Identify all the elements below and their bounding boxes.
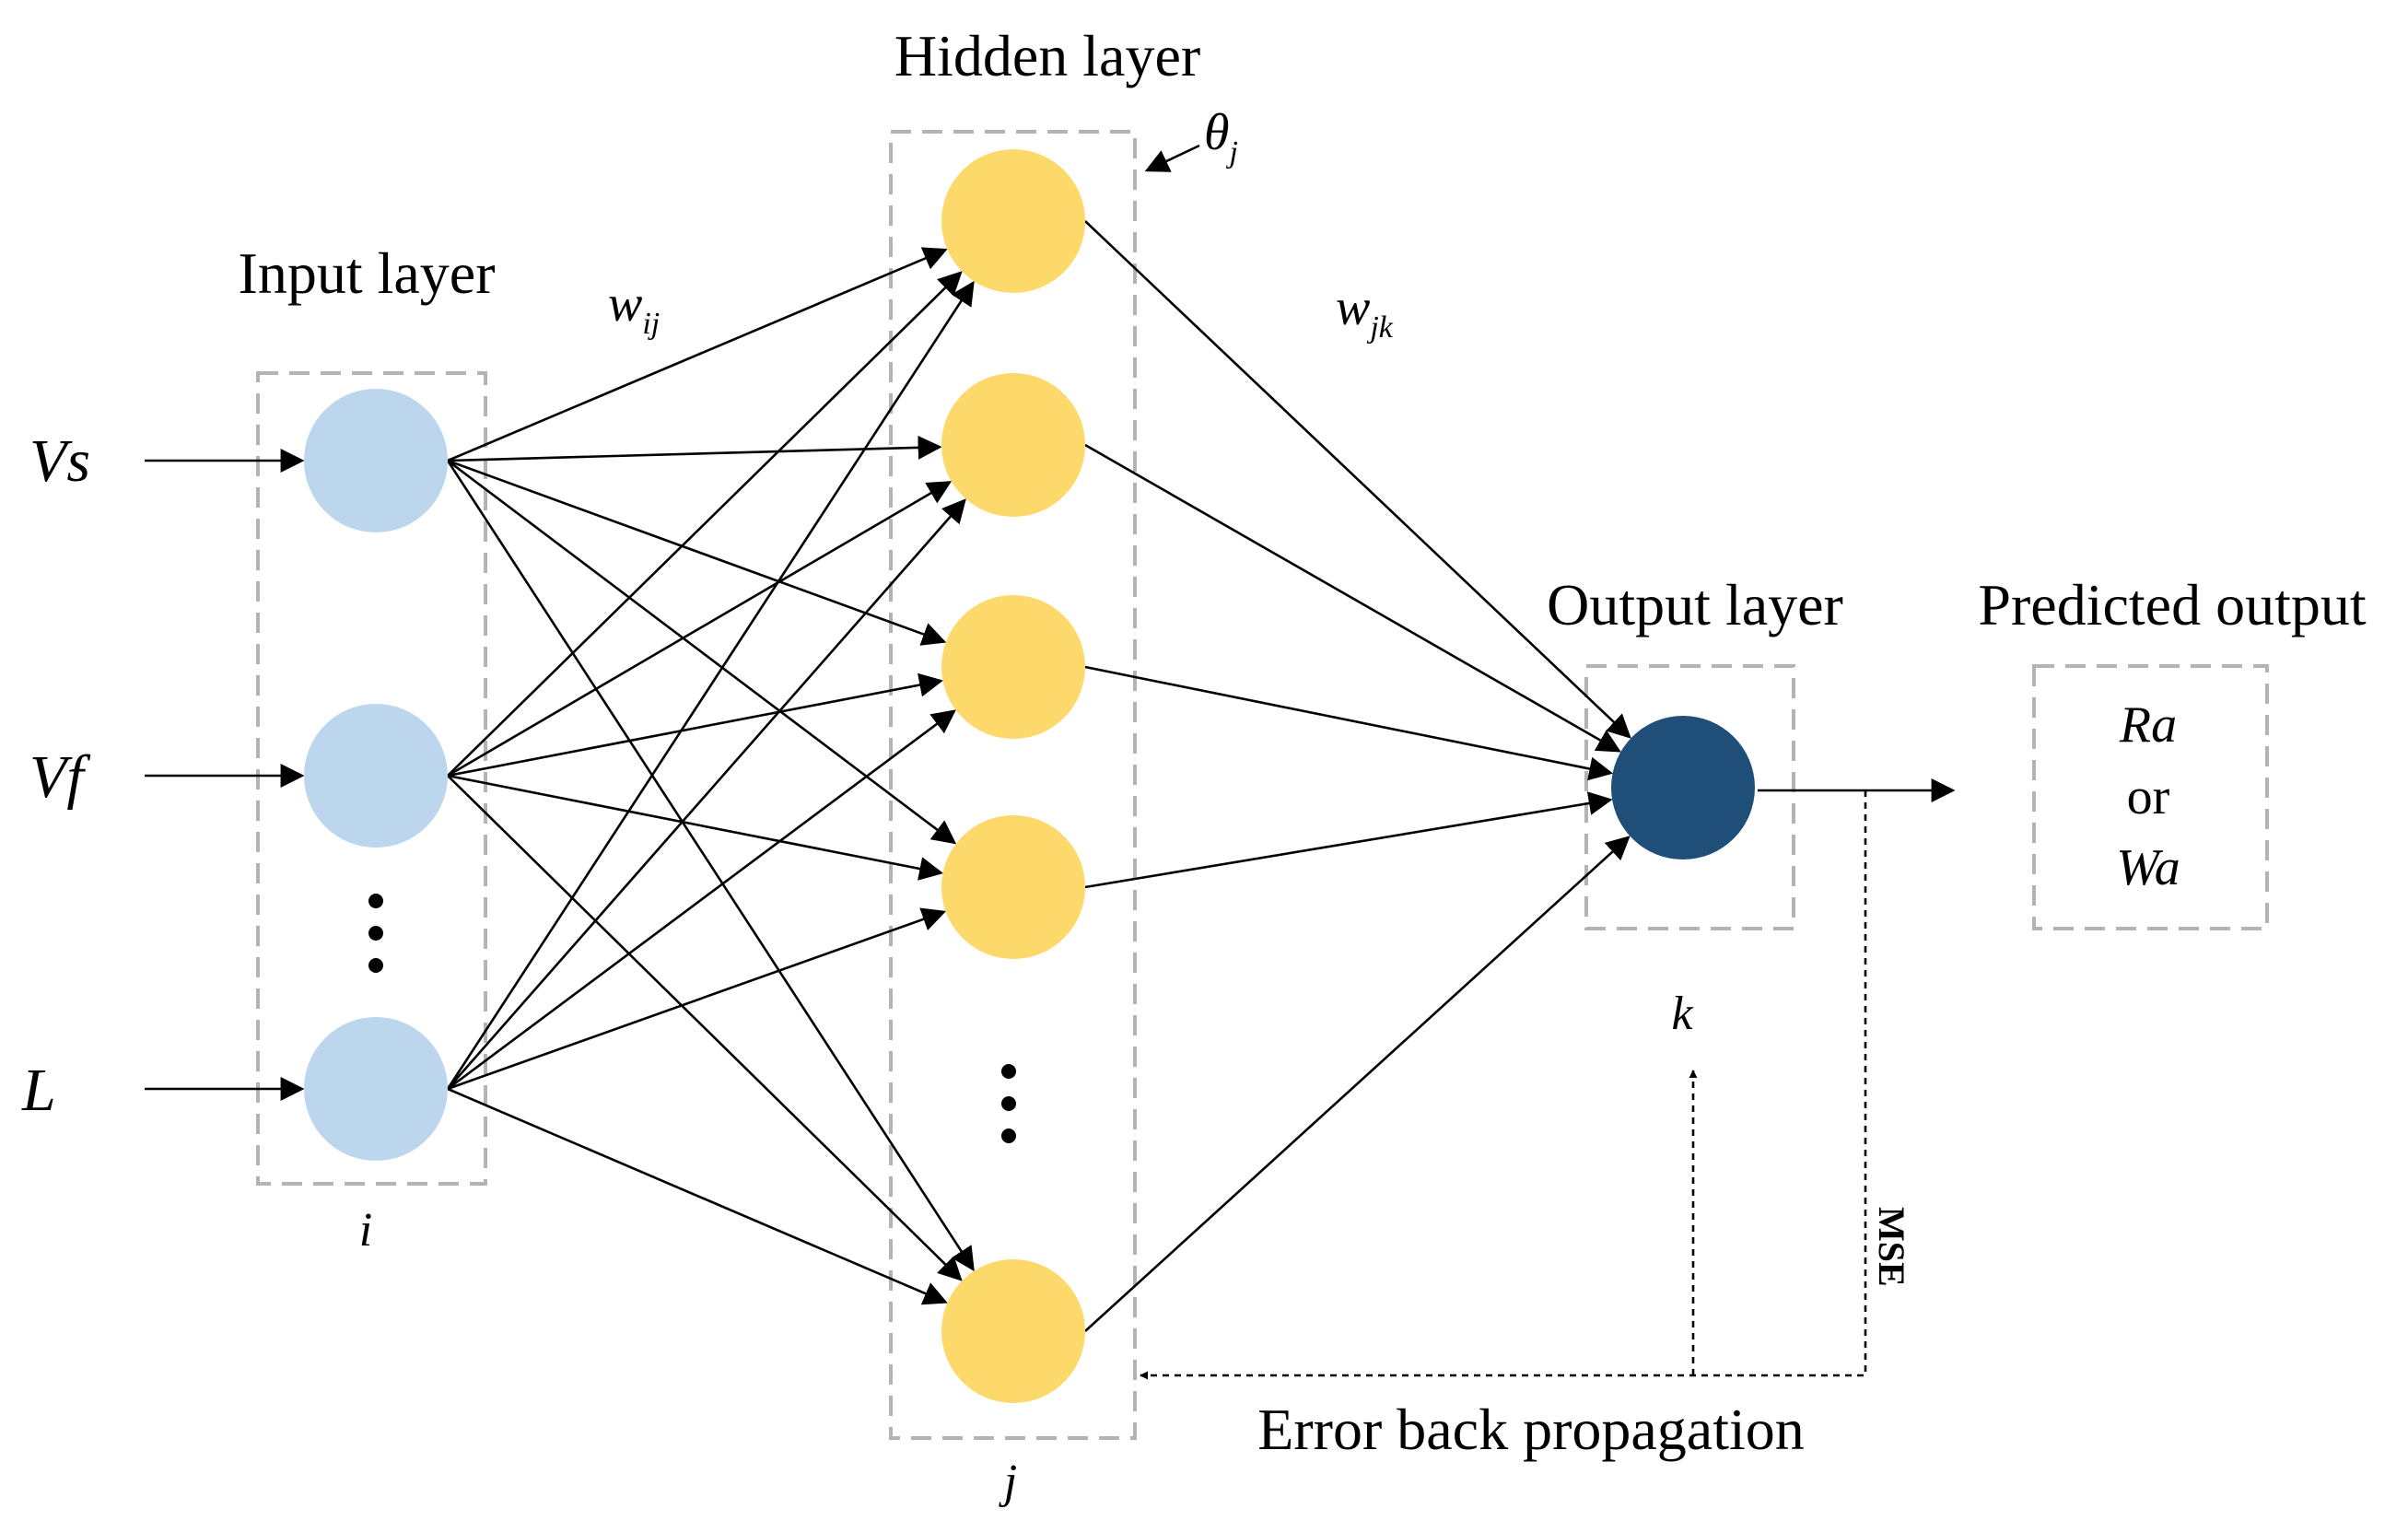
predicted-or: or	[2127, 768, 2170, 825]
hidden-layer-box	[889, 130, 1137, 1440]
weight-label-wij: wij	[608, 275, 660, 341]
input-node-l	[304, 1017, 448, 1161]
predicted-output-box	[2032, 664, 2269, 930]
output-index-label: k	[1671, 988, 1693, 1040]
edge-input-node-vs-to-hidden-node-2	[447, 435, 942, 462]
edge-input-node-vs-to-hidden-node-4	[447, 459, 957, 845]
input-label-vs: Vs	[29, 427, 90, 495]
edge-hidden-node-3-to-output	[1084, 665, 1614, 781]
edge-input-node-l-to-hidden-node-1	[446, 280, 975, 1090]
edge-input-node-l-to-hidden-node-3	[447, 709, 956, 1091]
error-backprop-label: Error back propagation	[1257, 1397, 1805, 1462]
input-layer-title: Input layer	[239, 240, 496, 306]
edge-hidden-node-2-to-output	[1084, 443, 1621, 753]
bias-label-theta-j: θj	[1204, 104, 1238, 170]
hidden-node-3	[941, 595, 1085, 739]
edge-input-node-vs-to-hidden-node-1	[447, 247, 948, 462]
edge-hidden-node-5-to-output	[1084, 836, 1631, 1332]
bias-pointer-arrow	[1144, 144, 1200, 172]
output-node	[1611, 716, 1755, 860]
edge-input-node-l-to-hidden-node-2	[447, 498, 966, 1090]
input-index-label: i	[359, 1204, 372, 1257]
input-node-vs	[304, 389, 448, 532]
edge-input-node-vs-to-hidden-node-5	[446, 460, 975, 1272]
mse-label: MSE	[1871, 1207, 1912, 1287]
input-layer-box	[256, 371, 487, 1186]
hidden-node-2	[941, 373, 1085, 517]
hidden-node-4	[941, 815, 1085, 959]
output-layer-title: Output layer	[1547, 572, 1843, 637]
edge-input-node-vf-to-hidden-node-1	[447, 271, 963, 777]
hidden-layer-title: Hidden layer	[894, 23, 1200, 88]
edge-input-node-vf-to-hidden-node-4	[447, 774, 944, 881]
input-label-vf: Vf	[29, 743, 90, 811]
edge-input-node-vf-to-hidden-node-2	[447, 481, 953, 778]
predicted-wa: Wa	[2116, 839, 2180, 896]
edge-input-node-l-to-hidden-node-4	[447, 907, 947, 1091]
edge-input-node-vs-to-hidden-node-3	[447, 459, 947, 646]
predicted-output-title: Predicted output	[1978, 572, 2366, 637]
hidden-node-5	[941, 1259, 1085, 1403]
edge-hidden-node-4-to-output	[1084, 791, 1613, 889]
output-layer-box	[1584, 664, 1795, 930]
predicted-ra: Ra	[2119, 696, 2177, 754]
edge-input-node-vf-to-hidden-node-3	[447, 672, 943, 778]
edge-input-node-l-to-hidden-node-5	[447, 1087, 948, 1305]
input-ellipsis	[368, 894, 383, 973]
hidden-ellipsis	[1001, 1064, 1016, 1143]
hidden-node-1	[941, 149, 1085, 293]
input-label-l: L	[21, 1057, 56, 1124]
mse-feedback-path	[1140, 790, 1867, 1380]
connections	[446, 220, 1631, 1332]
edge-input-node-vf-to-hidden-node-5	[447, 775, 963, 1281]
nodes	[304, 149, 1755, 1403]
edge-hidden-node-1-to-output	[1084, 220, 1631, 739]
weight-label-wjk: wjk	[1336, 279, 1394, 345]
hidden-index-label: j	[999, 1456, 1017, 1508]
input-node-vf	[304, 704, 448, 848]
